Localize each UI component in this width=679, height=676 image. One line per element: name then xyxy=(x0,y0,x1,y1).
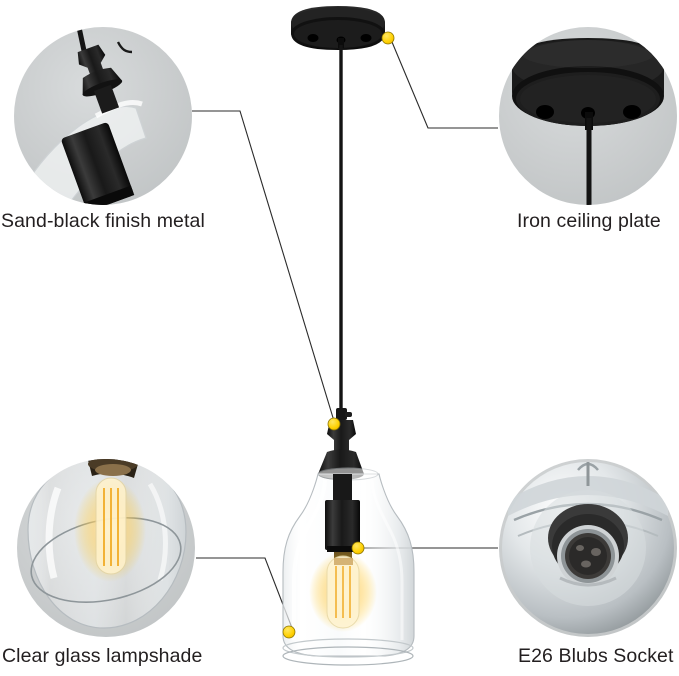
marker-dot-e26-bulbs-socket[interactable] xyxy=(351,541,365,555)
callout-circle-e26-bulbs-socket xyxy=(499,459,677,637)
marker-dot-sand-black-finish-metal[interactable] xyxy=(327,417,341,431)
callout-label-e26-bulbs-socket: E26 Blubs Socket xyxy=(518,645,674,667)
callout-circle-clear-glass-lampshade xyxy=(17,459,195,637)
callout-label-iron-ceiling-plate: Iron ceiling plate xyxy=(517,210,661,232)
leader-line-sand-black-finish-metal xyxy=(192,110,335,422)
callout-label-sand-black-finish-metal: Sand-black finish metal xyxy=(1,210,205,232)
callout-circle-sand-black-finish-metal xyxy=(14,27,192,205)
callout-markers xyxy=(282,31,395,639)
callout-circle-iron-ceiling-plate xyxy=(499,27,677,205)
marker-dot-iron-ceiling-plate[interactable] xyxy=(381,31,395,45)
edison-filament-bulb xyxy=(309,552,377,632)
center-pendant-light xyxy=(282,6,415,666)
leader-line-clear-glass-lampshade xyxy=(196,557,293,629)
ceiling-canopy xyxy=(291,6,385,50)
leader-line-iron-ceiling-plate xyxy=(391,41,498,129)
callout-label-clear-glass-lampshade: Clear glass lampshade xyxy=(2,645,203,667)
marker-dot-clear-glass-lampshade[interactable] xyxy=(282,625,296,639)
